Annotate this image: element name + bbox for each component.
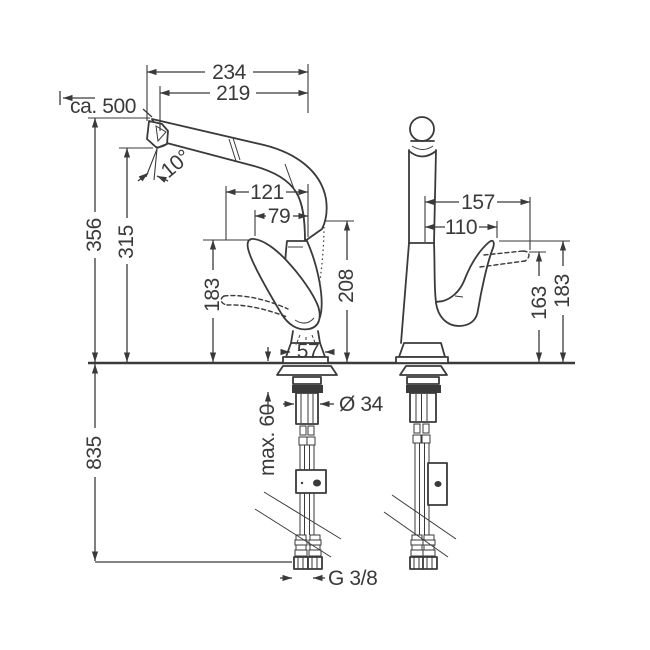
front-under-counter [383, 365, 457, 570]
hose-weight [295, 469, 327, 494]
dim-pullout-hose: ca. 500 [59, 91, 153, 118]
handle-alt-position [220, 294, 289, 318]
dim-label-315: 315 [115, 225, 138, 259]
dim-label-183-side: 183 [201, 278, 224, 312]
dim-label-d34: Ø 34 [339, 393, 384, 416]
pipe-break-lines [254, 491, 342, 558]
dim-spray-angle: 10° [137, 145, 195, 183]
hose-connectors [409, 534, 438, 570]
dim-base-width: 57 [280, 340, 335, 363]
handle-alt-position-front [479, 250, 530, 268]
hose-connectors [293, 534, 323, 570]
dim-handle-height-side: 183 [201, 239, 251, 362]
dim-handle-reach-closed: 79 [254, 205, 308, 236]
dim-tap-hole-diameter: Ø 34 [283, 393, 384, 416]
dim-handle-width: 110 [425, 216, 498, 239]
dim-label-57: 57 [297, 340, 320, 363]
dim-label-219: 219 [216, 82, 250, 105]
dim-handle-reach-open: 121 [225, 181, 308, 240]
dim-install-depth: 835 [83, 364, 106, 561]
dim-aerator-reach: 219 [159, 82, 308, 131]
dim-label-157: 157 [461, 191, 495, 214]
dim-label-183-front: 183 [551, 274, 574, 308]
dim-total-height: 356 [83, 117, 150, 362]
aerator-tip [146, 120, 169, 149]
dim-outlet-height: 315 [115, 147, 153, 362]
front-view-faucet [383, 116, 530, 570]
pipe-break-lines [383, 494, 457, 558]
dim-handle-height-front: 183 [499, 240, 574, 362]
dim-label-163: 163 [528, 286, 551, 320]
dim-label-356: 356 [83, 218, 106, 252]
dim-label-g38: G 3/8 [328, 567, 377, 590]
dim-label-234: 234 [212, 61, 247, 84]
dim-label-79: 79 [268, 205, 291, 228]
dim-spout-clearance: 208 [325, 220, 358, 362]
dim-label-835: 835 [83, 436, 106, 470]
dim-max-counter-thickness: max. 60 [256, 347, 279, 476]
dim-label-10deg: 10° [157, 145, 195, 182]
dim-label-110: 110 [445, 216, 477, 239]
side-under-counter [254, 365, 342, 570]
dim-label-208: 208 [335, 269, 358, 303]
side-view-faucet [146, 118, 342, 570]
dim-label-121: 121 [250, 181, 284, 204]
spray-head-top [409, 116, 435, 142]
dim-handle-height-open-front: 163 [528, 251, 551, 362]
dim-spout-reach: 234 [146, 61, 309, 237]
dim-connection-thread: G 3/8 [280, 567, 378, 590]
dim-label-ca500: ca. 500 [70, 95, 136, 118]
dim-label-max60: max. 60 [256, 404, 279, 476]
